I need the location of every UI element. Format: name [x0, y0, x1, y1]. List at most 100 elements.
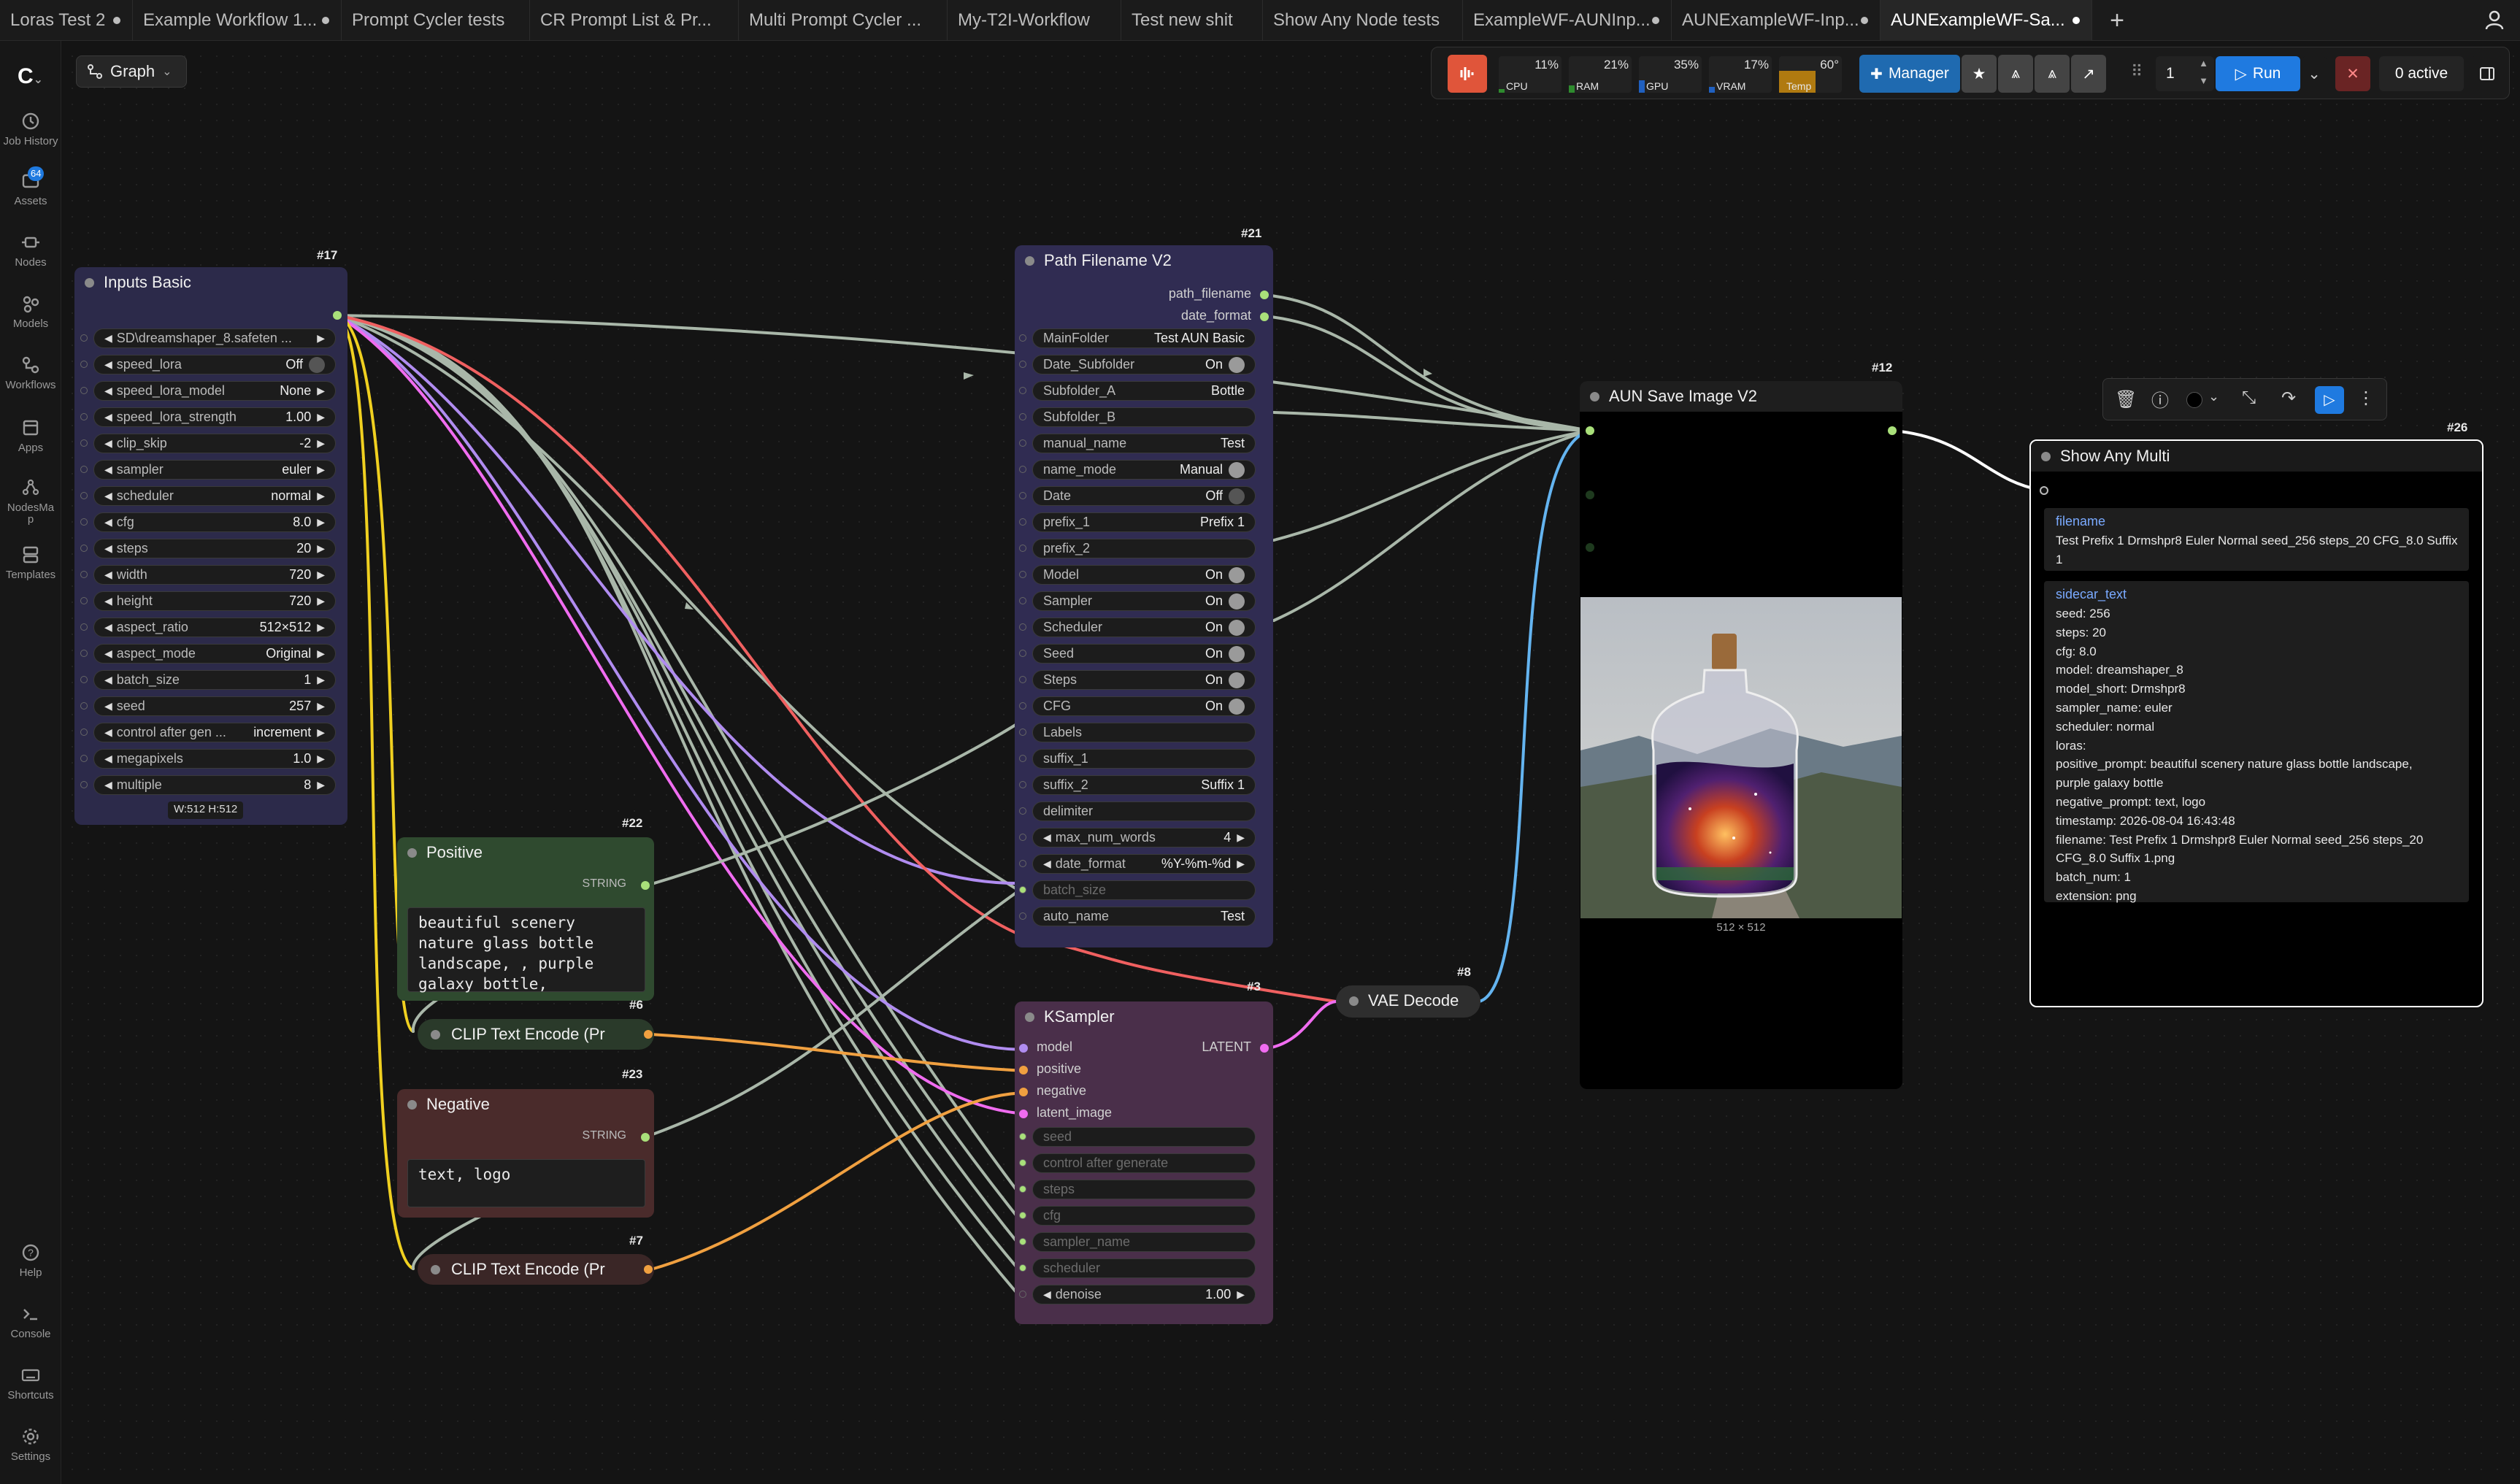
user-icon[interactable]: [2483, 9, 2505, 31]
widget-input-socket[interactable]: [1019, 1291, 1026, 1298]
increment-arrow-icon[interactable]: ▶: [317, 647, 325, 659]
widget-input-socket[interactable]: [80, 650, 88, 657]
widget-input-socket[interactable]: [1019, 728, 1026, 736]
more-icon[interactable]: ⋮: [2357, 388, 2375, 408]
toggle-knob[interactable]: [309, 356, 325, 373]
graph-mode-button[interactable]: Graph ⌄: [76, 55, 187, 88]
increment-arrow-icon[interactable]: ▶: [317, 385, 325, 396]
output-socket[interactable]: [1888, 426, 1897, 435]
widget-delimiter[interactable]: delimiter: [1032, 801, 1256, 821]
widget-scheduler[interactable]: scheduler: [1032, 1258, 1256, 1278]
bypass-icon[interactable]: ↷: [2281, 388, 2297, 408]
increment-arrow-icon[interactable]: ▶: [317, 542, 325, 554]
widget-input-socket[interactable]: [80, 623, 88, 631]
widget-batch-size[interactable]: batch_size: [1032, 880, 1256, 900]
increment-arrow-icon[interactable]: ▶: [317, 595, 325, 607]
widget-sampler-name[interactable]: sampler_name: [1032, 1232, 1256, 1252]
drag-handle-icon[interactable]: ⠿: [2131, 62, 2143, 80]
widget-cfg[interactable]: cfg: [1032, 1206, 1256, 1226]
widget-input-socket[interactable]: [1019, 755, 1026, 762]
decrement-arrow-icon[interactable]: ◀: [1043, 1288, 1051, 1300]
toggle-knob[interactable]: [1229, 593, 1245, 610]
prompt-textarea[interactable]: beautiful scenery nature glass bottle la…: [407, 907, 645, 993]
node-positive[interactable]: Positive STRING beautiful scenery nature…: [397, 837, 654, 1001]
model-alt-button[interactable]: ⩓: [2035, 55, 2070, 93]
widget-input-socket[interactable]: [80, 334, 88, 342]
widget-input-socket[interactable]: [1019, 413, 1026, 420]
tab-active[interactable]: AUNExampleWF-Sa...: [1881, 0, 2092, 41]
new-tab-button[interactable]: +: [2110, 7, 2124, 34]
delete-icon[interactable]: 🗑: [2115, 390, 2137, 410]
sidebar-item-assets[interactable]: Assets 64: [14, 166, 47, 207]
collapse-dot[interactable]: [1349, 996, 1359, 1006]
output-socket[interactable]: [1260, 291, 1269, 299]
decrement-arrow-icon[interactable]: ◀: [104, 437, 112, 449]
output-socket[interactable]: [333, 311, 342, 320]
decrement-arrow-icon[interactable]: ◀: [104, 647, 112, 659]
input-socket[interactable]: [1586, 491, 1594, 499]
output-socket[interactable]: [641, 1133, 650, 1142]
decrement-arrow-icon[interactable]: ◀: [104, 700, 112, 712]
widget-clip-skip[interactable]: ◀clip_skip-2▶: [93, 434, 336, 453]
decrement-arrow-icon[interactable]: ◀: [1043, 831, 1051, 843]
collapse-dot[interactable]: [1590, 392, 1599, 401]
decrement-arrow-icon[interactable]: ◀: [104, 674, 112, 685]
widget-input-socket[interactable]: [80, 781, 88, 788]
widget-input-socket[interactable]: [1019, 571, 1026, 578]
increment-arrow-icon[interactable]: ▶: [317, 753, 325, 764]
widget-control-after-gen[interactable]: ◀control after gen ...increment▶: [93, 723, 336, 742]
widget-input-socket[interactable]: [80, 387, 88, 394]
toggle-knob[interactable]: [1229, 645, 1245, 662]
increment-arrow-icon[interactable]: ▶: [317, 621, 325, 633]
collapse-dot[interactable]: [431, 1030, 440, 1039]
decrement-arrow-icon[interactable]: ◀: [104, 621, 112, 633]
cancel-button[interactable]: ✕: [2335, 56, 2370, 91]
decrement-arrow-icon[interactable]: ◀: [104, 516, 112, 528]
queue-count-stepper[interactable]: 1 ▲ ▼: [2156, 56, 2214, 91]
stepper-up-icon[interactable]: ▲: [2199, 58, 2208, 69]
node-negative[interactable]: Negative STRING text, logo: [397, 1089, 654, 1218]
fit-icon[interactable]: ⤡: [2242, 388, 2256, 407]
tab[interactable]: CR Prompt List & Pr...: [530, 0, 739, 41]
increment-arrow-icon[interactable]: ▶: [317, 779, 325, 791]
toggle-panel-button[interactable]: [2471, 56, 2503, 91]
widget-input-socket[interactable]: [80, 545, 88, 552]
output-socket[interactable]: [1260, 312, 1269, 321]
widget-input-socket[interactable]: [80, 466, 88, 473]
run-options-button[interactable]: ⌄: [2302, 56, 2327, 91]
widget-input-socket[interactable]: [80, 597, 88, 604]
toggle-knob[interactable]: [1229, 566, 1245, 583]
tab[interactable]: ExampleWF-AUNInp...: [1463, 0, 1672, 41]
increment-arrow-icon[interactable]: ▶: [317, 490, 325, 501]
node-clip-text-encode-negative[interactable]: CLIP Text Encode (Pr: [418, 1254, 654, 1285]
node-header[interactable]: CLIP Text Encode (Pr: [418, 1019, 654, 1050]
tab[interactable]: Loras Test 2: [0, 0, 133, 41]
widget-steps[interactable]: steps: [1032, 1180, 1256, 1199]
node-ksampler[interactable]: KSampler model positive negative latent_…: [1015, 1001, 1273, 1324]
sidebar-item-nodes[interactable]: Nodes: [0, 232, 61, 269]
node-vae-decode[interactable]: VAE Decode: [1336, 985, 1480, 1018]
widget-input-socket[interactable]: [80, 728, 88, 736]
widget-input-socket[interactable]: [80, 676, 88, 683]
node-header[interactable]: VAE Decode: [1336, 985, 1480, 1016]
output-socket[interactable]: [644, 1030, 653, 1039]
widget-input-socket[interactable]: [1019, 1264, 1026, 1272]
decrement-arrow-icon[interactable]: ◀: [104, 332, 112, 344]
toggle-knob[interactable]: [1229, 672, 1245, 688]
node-header[interactable]: Positive: [397, 837, 654, 868]
sidebar-item-nodesmap[interactable]: NodesMap: [0, 477, 61, 526]
widget-labels[interactable]: Labels: [1032, 723, 1256, 742]
node-save-image[interactable]: AUN Save Image V2 512 × 512: [1580, 381, 1902, 1089]
